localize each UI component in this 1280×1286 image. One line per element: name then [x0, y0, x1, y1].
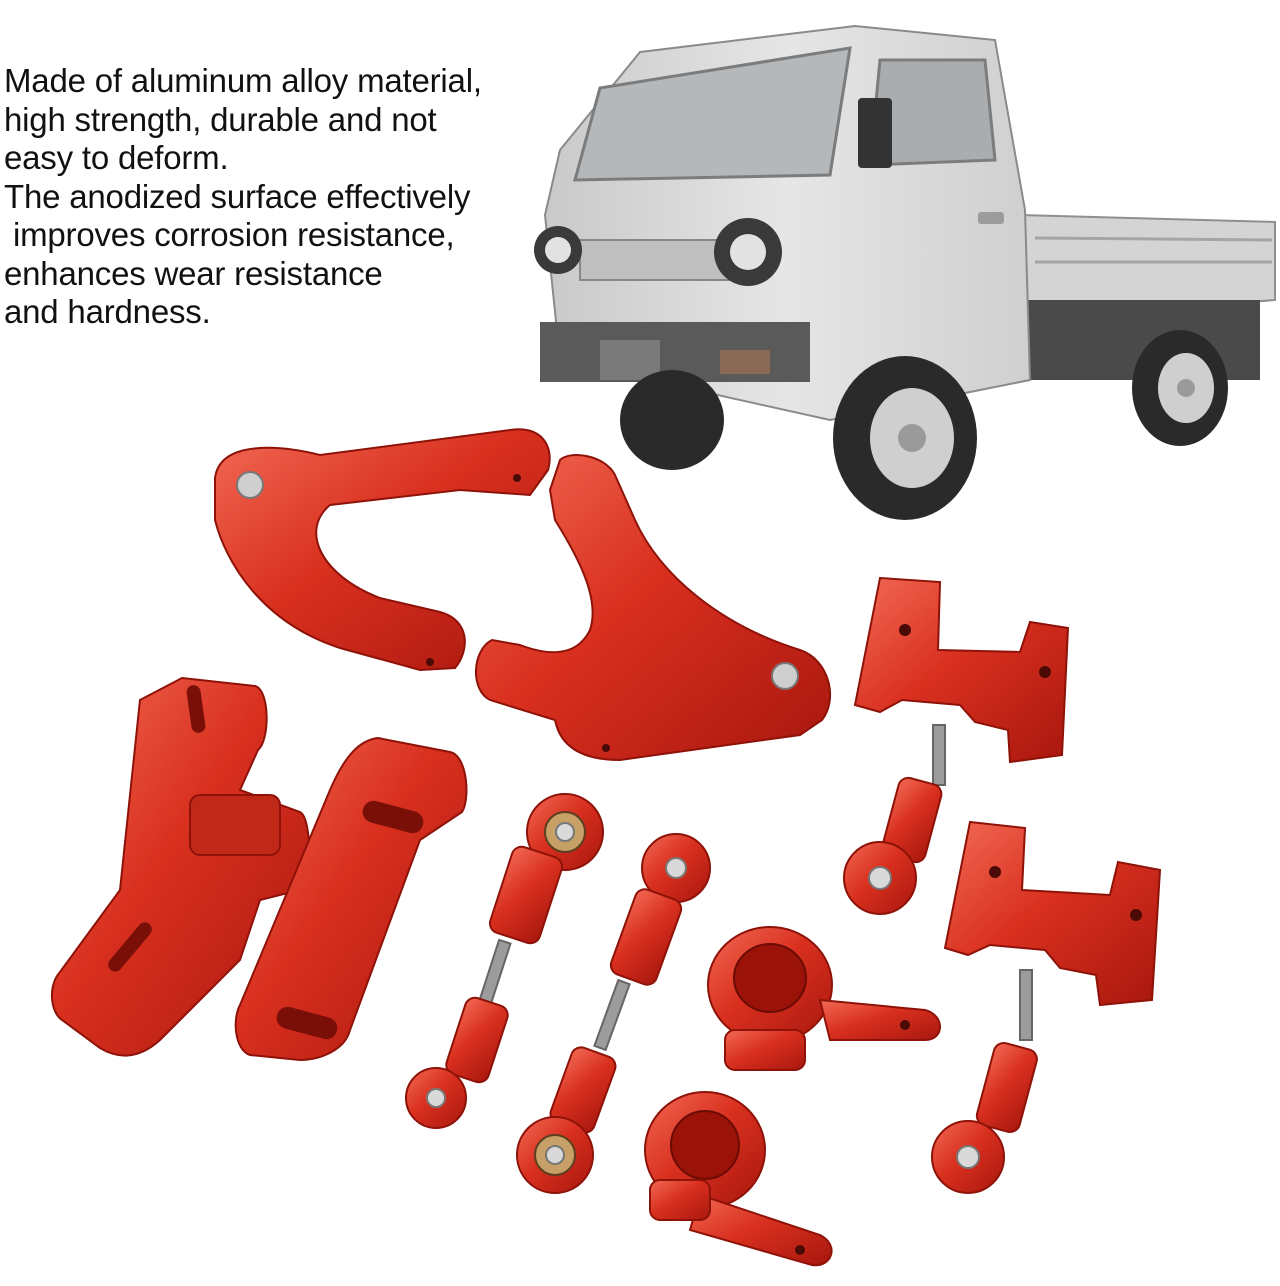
steering-link-rod	[405, 793, 604, 1129]
steering-cup	[707, 926, 941, 1071]
truck-wheel-rear	[1132, 330, 1228, 446]
servo-mount-frame-left	[214, 428, 551, 672]
steering-cup	[644, 1091, 833, 1267]
servo-plate	[234, 736, 468, 1062]
h-bracket-link	[843, 576, 1070, 915]
product-description: Made of aluminum alloy material, high st…	[4, 62, 564, 332]
rc-truck	[534, 24, 1276, 520]
truck-grille	[579, 239, 731, 281]
steering-link-rod	[516, 833, 711, 1194]
description-line: and hardness.	[4, 293, 211, 330]
description-line: easy to deform.	[4, 139, 229, 176]
description-line: enhances wear resistance	[4, 254, 383, 292]
servo-mount-frame-right	[475, 454, 831, 762]
description-line: high strength, durable and not	[4, 100, 437, 138]
truck-mirror	[858, 98, 892, 168]
bracket-plate	[51, 676, 310, 1057]
description-line: improves corrosion resistance,	[4, 216, 455, 253]
description-line: Made of aluminum alloy material,	[4, 62, 482, 99]
h-bracket-link	[931, 820, 1162, 1194]
truck-windshield	[573, 46, 852, 182]
description-line: The anodized surface effectively	[4, 177, 471, 215]
truck-wheel-front	[620, 356, 977, 520]
